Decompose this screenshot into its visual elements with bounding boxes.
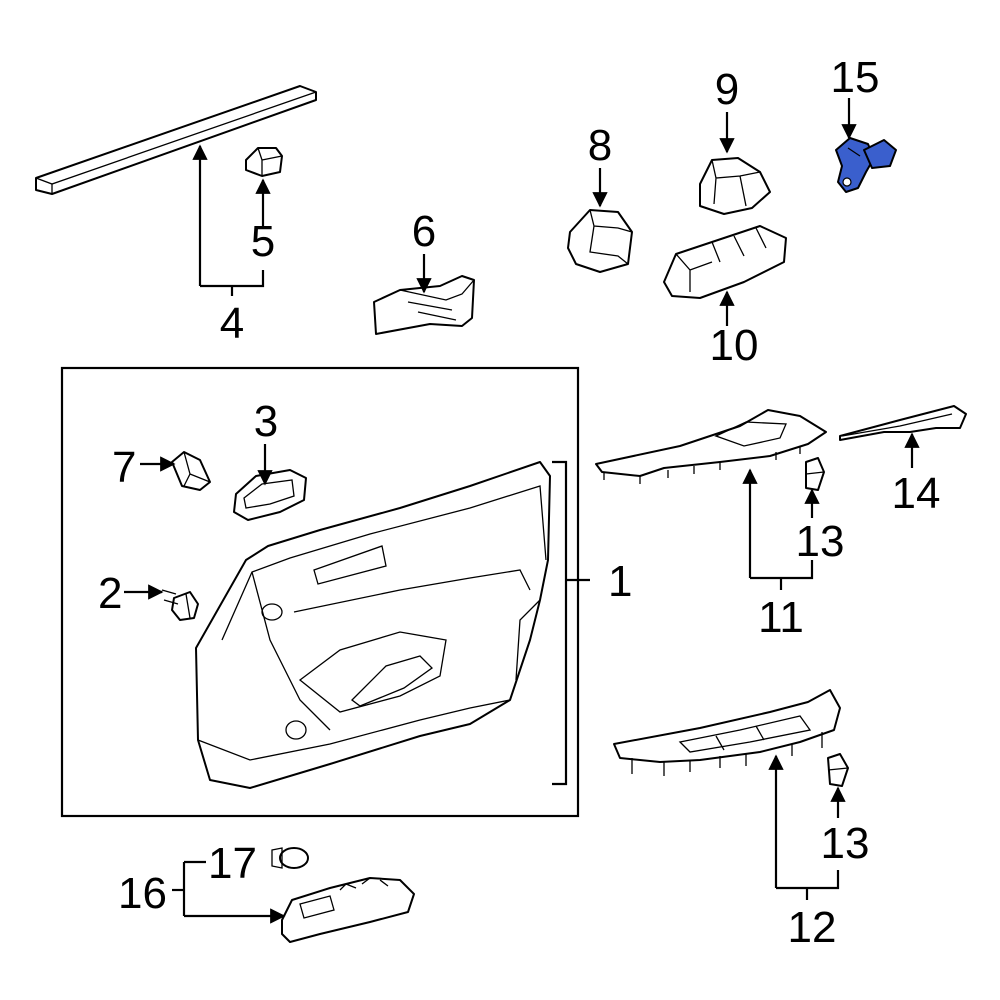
part-5-clip[interactable] [245, 147, 283, 177]
part-7-clip[interactable] [171, 451, 211, 491]
callout-14: 14 [892, 469, 941, 518]
callout-1: 1 [608, 557, 632, 606]
part-3-handle-bezel[interactable] [233, 469, 307, 521]
callout-13-lower: 13 [821, 819, 870, 868]
leader-4 [192, 144, 265, 296]
part-15-highlighted-sensor[interactable] [835, 137, 897, 193]
callout-10: 10 [710, 321, 759, 370]
leader-11 [742, 468, 814, 590]
callout-12: 12 [788, 903, 837, 952]
callout-5: 5 [251, 217, 275, 266]
callout-11: 11 [758, 593, 804, 642]
callout-15: 15 [831, 53, 880, 102]
part-12-switch-panel[interactable] [613, 689, 841, 776]
part-1-door-trim-panel[interactable] [195, 461, 551, 789]
part-2-screw[interactable] [161, 589, 199, 621]
assembly-box [60, 366, 580, 818]
callout-8: 8 [588, 121, 612, 170]
part-13-clip-upper[interactable] [805, 457, 825, 491]
callout-9: 9 [715, 65, 739, 114]
part-13-clip-lower[interactable] [827, 753, 849, 787]
callout-13-upper: 13 [796, 517, 845, 566]
part-14-armrest-pad[interactable] [839, 405, 967, 441]
part-16-lamp-housing[interactable] [281, 877, 415, 943]
callout-17: 17 [208, 839, 257, 888]
part-10-master-switch[interactable] [663, 225, 787, 299]
callout-2: 2 [98, 569, 122, 618]
callout-16: 16 [118, 869, 167, 918]
part-9-switch[interactable] [699, 157, 771, 215]
part-17-bulb[interactable] [271, 847, 309, 869]
callout-3: 3 [254, 397, 278, 446]
leader-12 [768, 754, 840, 900]
callout-7: 7 [112, 443, 136, 492]
part-4-belt-moulding[interactable] [35, 85, 317, 195]
part-11-switch-panel[interactable] [595, 409, 827, 484]
leader-1 [552, 460, 590, 786]
callout-6: 6 [412, 207, 436, 256]
part-8-switch[interactable] [567, 209, 633, 273]
leader-16 [172, 860, 286, 924]
callout-4: 4 [220, 299, 244, 348]
